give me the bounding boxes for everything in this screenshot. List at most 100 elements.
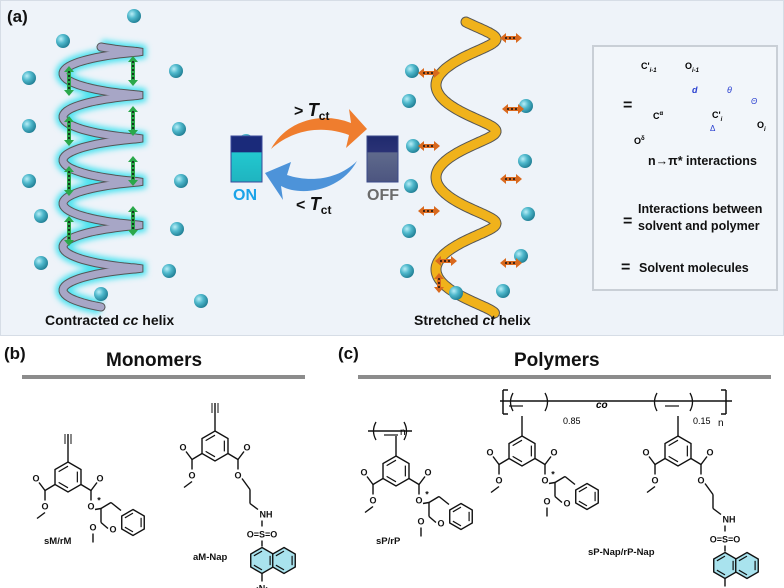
- atom-label: O=S=O: [710, 535, 741, 545]
- solvent-molecule: [521, 207, 535, 221]
- fraction-015: 0.15: [693, 416, 711, 426]
- atom-sup: δ: [641, 136, 645, 142]
- solvent-molecule: [496, 284, 510, 298]
- solvent-molecule: [22, 119, 36, 133]
- cooling-arrow: [265, 161, 357, 200]
- atom-label: *: [425, 490, 429, 500]
- repeat-n: n: [718, 418, 724, 429]
- benzene-ring: [382, 455, 410, 487]
- equals-sign: =: [621, 259, 631, 276]
- atom-label: O: [652, 476, 659, 486]
- bond: [94, 507, 102, 511]
- copolymer-co: co: [596, 400, 608, 411]
- equals-sign: =: [623, 213, 633, 230]
- atom-o-delta: Oδ: [634, 136, 645, 146]
- atom-o-prev: Oi-1: [685, 61, 699, 74]
- bond: [44, 483, 56, 492]
- bond: [512, 455, 523, 463]
- atom-label: O: [550, 448, 557, 458]
- polymers-rule: [358, 375, 771, 379]
- paren: [403, 421, 408, 441]
- bond: [80, 483, 92, 492]
- solvent-molecule: [56, 34, 70, 48]
- bond: [428, 515, 437, 524]
- atom-label: O: [234, 471, 241, 481]
- bond: [492, 456, 500, 465]
- atom-o-i: Oi: [757, 120, 766, 133]
- bond: [554, 495, 563, 504]
- bond: [578, 500, 588, 507]
- bond: [372, 477, 384, 486]
- panel-c-label: (c): [338, 344, 359, 363]
- caption-text: helix: [138, 312, 175, 328]
- bond: [704, 483, 714, 495]
- benzene-ring: [575, 482, 599, 511]
- bond: [498, 457, 510, 466]
- atom: O: [757, 120, 765, 130]
- bond: [648, 456, 656, 465]
- atom-sub: i-1: [649, 67, 657, 74]
- solvent-molecule: [174, 174, 188, 188]
- atom-label: O: [109, 525, 116, 535]
- bond: [36, 511, 46, 520]
- atom-label: N: [259, 584, 266, 588]
- atom-label: O: [189, 471, 196, 481]
- legend-box: [592, 45, 778, 291]
- vial-on: [230, 135, 263, 183]
- atom-label: O: [415, 496, 422, 506]
- contracted-helix-caption: Contracted cc helix: [45, 312, 174, 328]
- solvent-molecule: [406, 139, 420, 153]
- bond: [544, 456, 552, 465]
- bond: [712, 507, 722, 516]
- atom-label: NH: [259, 510, 272, 520]
- bond: [366, 476, 374, 485]
- bond: [227, 452, 239, 461]
- bond: [124, 512, 134, 519]
- atom-label: *: [551, 470, 555, 480]
- atom-sup: α: [659, 111, 664, 117]
- solvent-molecule: [34, 209, 48, 223]
- vial-off: [366, 135, 399, 183]
- solvent-molecule: [162, 264, 176, 278]
- atom-label: NH: [722, 515, 735, 525]
- paren: [544, 392, 549, 412]
- bond: [100, 501, 112, 510]
- fraction-085: 0.85: [563, 416, 581, 426]
- bond: [534, 457, 546, 466]
- bond: [124, 526, 134, 533]
- solvent-molecule: [402, 224, 416, 238]
- atom-label: O: [697, 476, 704, 486]
- compound-label-aM-Nap: aM-Nap: [193, 552, 228, 563]
- paren: [689, 392, 694, 412]
- bond: [275, 564, 285, 571]
- atom: C': [712, 110, 721, 120]
- on-label: ON: [233, 187, 257, 204]
- solvent-molecule: [172, 122, 186, 136]
- bond: [205, 434, 216, 442]
- bond: [58, 481, 69, 489]
- atom-label: O=S=O: [247, 530, 278, 540]
- benzene-ring: [201, 430, 229, 462]
- bond: [490, 485, 500, 494]
- atom-sub: i-1: [692, 67, 700, 74]
- monomers-rule: [22, 375, 305, 379]
- atom-label: O: [42, 502, 49, 512]
- angle-Theta: Θ: [751, 97, 758, 106]
- atom-label: O: [243, 443, 250, 453]
- monomers-title: Monomers: [106, 350, 203, 371]
- solvent-label: Solvent molecules: [639, 261, 749, 275]
- heating-arrow: [271, 109, 367, 149]
- atom-c-i: C'i: [712, 110, 722, 123]
- atom: C': [641, 61, 650, 71]
- polymers-title: Polymers: [514, 350, 600, 371]
- paren: [653, 392, 658, 412]
- bond: [578, 486, 588, 493]
- atom-label: O: [563, 499, 570, 509]
- atom-sub: i: [720, 116, 723, 123]
- solvent-molecule: [404, 179, 418, 193]
- paren: [372, 421, 377, 441]
- atom-label: O: [33, 474, 40, 484]
- benzene-ring: [664, 435, 692, 467]
- atom-c-prev: C'i-1: [641, 61, 657, 74]
